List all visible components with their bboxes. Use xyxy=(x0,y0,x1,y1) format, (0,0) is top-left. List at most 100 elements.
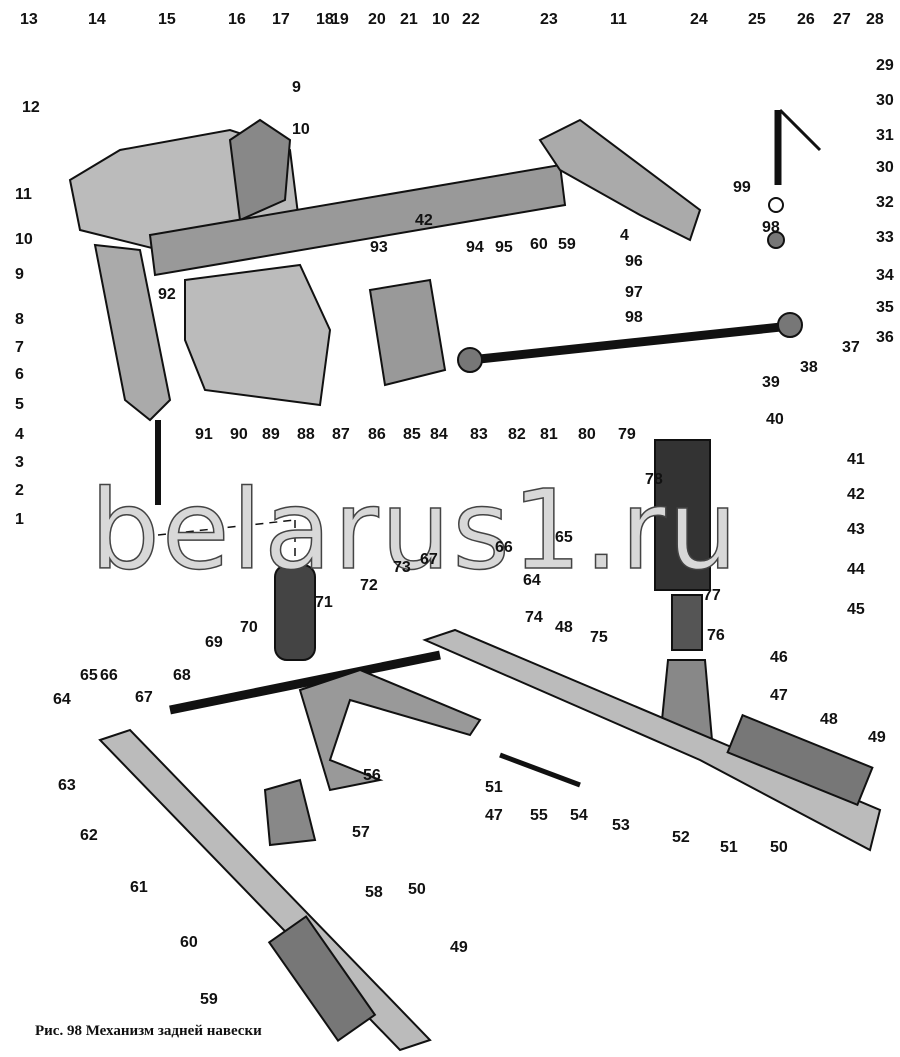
callout-label: 85 xyxy=(403,426,421,443)
callout-label: 4 xyxy=(620,227,629,244)
callout-label: 26 xyxy=(797,11,815,28)
callout-label: 22 xyxy=(462,11,480,28)
callout-label: 33 xyxy=(876,229,894,246)
callout-label: 15 xyxy=(158,11,176,28)
brace-rod xyxy=(169,650,441,715)
callout-label: 67 xyxy=(420,551,438,568)
callout-label: 43 xyxy=(847,521,865,538)
callout-label: 11 xyxy=(610,11,627,28)
callout-label: 9 xyxy=(15,266,24,283)
callout-label: 63 xyxy=(58,777,76,794)
callout-label: 29 xyxy=(876,57,894,74)
callout-label: 48 xyxy=(820,711,838,728)
callout-label: 8 xyxy=(15,311,24,328)
callout-label: 27 xyxy=(833,11,851,28)
upper-link-end-right xyxy=(777,312,803,338)
callout-label: 36 xyxy=(876,329,894,346)
washer xyxy=(768,197,784,213)
callout-label: 49 xyxy=(450,939,468,956)
brace-fork xyxy=(298,668,482,792)
callout-label: 3 xyxy=(15,454,24,471)
callout-label: 19 xyxy=(331,11,349,28)
callout-label: 30 xyxy=(876,159,894,176)
callout-label: 58 xyxy=(365,884,383,901)
bracket-lower xyxy=(263,778,317,847)
callout-label: 72 xyxy=(360,577,378,594)
callout-label: 65 xyxy=(555,529,573,546)
callout-label: 89 xyxy=(262,426,280,443)
callout-label: 4 xyxy=(15,426,24,443)
callout-label: 98 xyxy=(625,309,643,326)
callout-label: 83 xyxy=(470,426,488,443)
callout-label: 66 xyxy=(495,539,513,556)
bushing xyxy=(767,231,785,249)
callout-label: 17 xyxy=(272,11,290,28)
callout-label: 51 xyxy=(485,779,503,796)
callout-label: 52 xyxy=(672,829,690,846)
callout-label: 48 xyxy=(555,619,573,636)
callout-label: 56 xyxy=(363,767,381,784)
callout-label: 44 xyxy=(847,561,865,578)
lower-link-right xyxy=(422,628,882,852)
callout-label: 98 xyxy=(762,219,780,236)
callout-label: 82 xyxy=(508,426,526,443)
callout-label: 97 xyxy=(625,284,643,301)
callout-label: 20 xyxy=(368,11,386,28)
center-bracket xyxy=(184,263,332,407)
callout-label: 10 xyxy=(292,121,310,138)
figure-caption: Рис. 98 Механизм задней навески xyxy=(35,1023,262,1039)
callout-label: 64 xyxy=(53,691,71,708)
callout-label: 16 xyxy=(228,11,246,28)
callout-label: 5 xyxy=(15,396,24,413)
callout-label: 64 xyxy=(523,572,541,589)
callout-label: 25 xyxy=(748,11,766,28)
callout-label: 40 xyxy=(766,411,784,428)
watermark: belarus1.ru xyxy=(89,466,740,594)
callout-label: 90 xyxy=(230,426,248,443)
callout-label: 92 xyxy=(158,286,176,303)
callout-label: 47 xyxy=(770,687,788,704)
callout-label: 18 xyxy=(316,11,334,28)
callout-label: 42 xyxy=(415,212,433,229)
callout-label: 71 xyxy=(315,594,333,611)
callout-label: 45 xyxy=(847,601,865,618)
spring-cylinder xyxy=(274,564,316,661)
callout-label: 60 xyxy=(530,236,548,253)
callout-label: 14 xyxy=(88,11,106,28)
callout-label: 59 xyxy=(558,236,576,253)
callout-label: 39 xyxy=(762,374,780,391)
lower-link-left-end xyxy=(267,915,377,1043)
callout-label: 80 xyxy=(578,426,596,443)
callout-label: 46 xyxy=(770,649,788,666)
callout-label: 24 xyxy=(690,11,708,28)
callout-label: 79 xyxy=(618,426,636,443)
callout-label: 95 xyxy=(495,239,513,256)
callout-label: 66 xyxy=(100,667,118,684)
callout-label: 28 xyxy=(866,11,884,28)
callout-label: 81 xyxy=(540,426,558,443)
callout-label: 41 xyxy=(847,451,865,468)
callout-label: 23 xyxy=(540,11,558,28)
callout-label: 30 xyxy=(876,92,894,109)
callout-label: 69 xyxy=(205,634,223,651)
callout-label: 12 xyxy=(22,99,40,116)
callout-label: 75 xyxy=(590,629,608,646)
callout-label: 77 xyxy=(703,587,721,604)
callout-label: 86 xyxy=(368,426,386,443)
callout-label: 87 xyxy=(332,426,350,443)
callout-label: 93 xyxy=(370,239,388,256)
callout-label: 88 xyxy=(297,426,315,443)
lift-rod-right-sleeve xyxy=(654,439,711,591)
callout-label: 32 xyxy=(876,194,894,211)
callout-label: 55 xyxy=(530,807,548,824)
upper-link-end-left xyxy=(457,347,483,373)
callout-label: 42 xyxy=(847,486,865,503)
callout-label: 96 xyxy=(625,253,643,270)
callout-label: 51 xyxy=(720,839,738,856)
callout-label: 2 xyxy=(15,482,24,499)
callout-label: 38 xyxy=(800,359,818,376)
chain-link xyxy=(778,108,822,152)
lift-arm-left xyxy=(93,243,172,422)
